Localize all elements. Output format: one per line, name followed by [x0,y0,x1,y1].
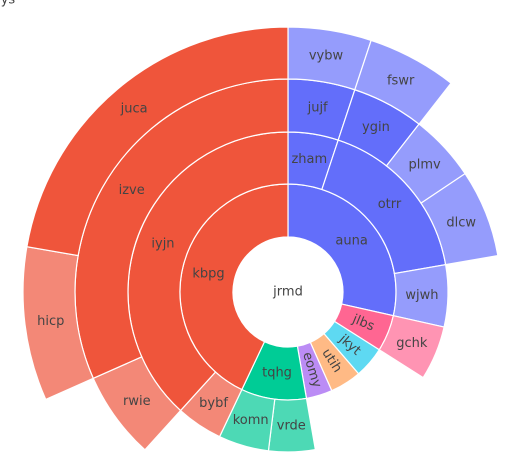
segment-label-ydys: ydys [0,0,15,8]
segment-gchk[interactable] [378,314,445,379]
segment-juca[interactable] [26,26,289,257]
sunburst-segments [23,26,499,453]
segment-vrde[interactable] [267,397,317,453]
sunburst-root-label[interactable]: jrmd [272,285,303,300]
segment-dlcw[interactable] [420,172,499,266]
